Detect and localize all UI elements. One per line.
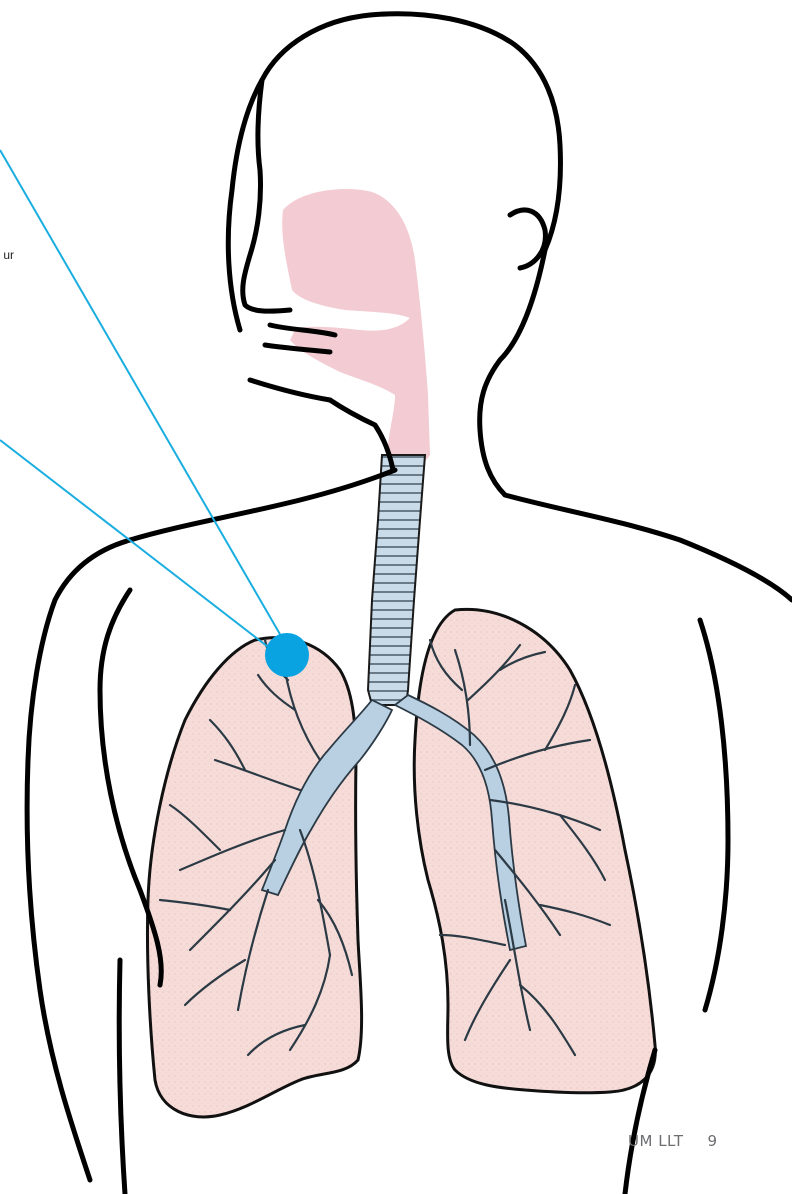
left-lung (414, 609, 655, 1092)
location-marker-icon (265, 633, 309, 677)
leader-line-upper (0, 150, 292, 655)
right-lung (147, 638, 361, 1117)
footer-brand: UM LLT (628, 1132, 684, 1150)
leader-lines (0, 150, 292, 660)
clipped-label-fragment: ur (0, 248, 14, 262)
page-number: 9 (708, 1132, 718, 1150)
trachea (368, 455, 425, 705)
leader-line-lower (0, 440, 285, 660)
page-footer: UM LLT 9 (628, 1132, 718, 1150)
